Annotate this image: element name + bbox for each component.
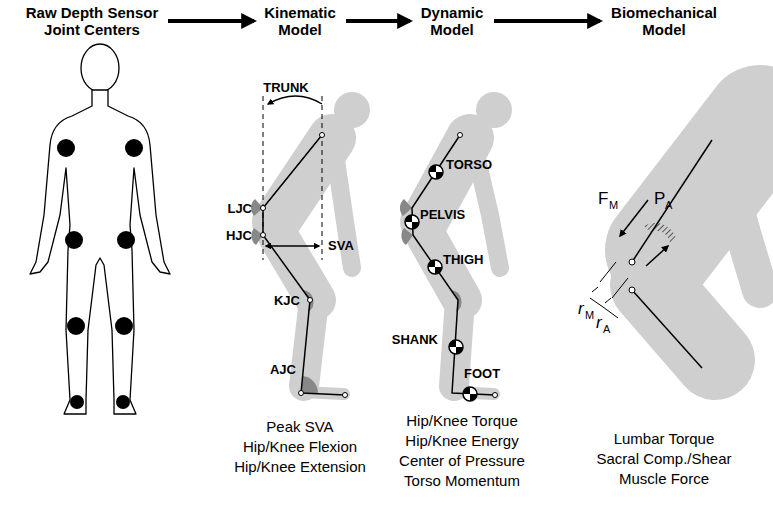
- silhouette: [424, 92, 512, 394]
- silhouette-torso: [276, 138, 332, 222]
- silhouette: [276, 92, 370, 394]
- segment-label: PELVIS: [420, 207, 465, 222]
- head-outline: [81, 44, 119, 92]
- joint-point: [458, 133, 463, 138]
- symbol-label: P: [654, 190, 665, 208]
- output-metric: Peak SVA: [266, 418, 333, 436]
- symbol-label: r: [578, 300, 584, 318]
- segment-label: SHANK: [392, 332, 438, 347]
- joint-point: [343, 393, 348, 398]
- joint-point: [493, 393, 498, 398]
- joint-point: [629, 287, 635, 293]
- sva-dimension: [266, 245, 319, 246]
- muscle-force-arrow: [620, 200, 648, 236]
- output-metric: Sacral Comp./Shear: [596, 450, 731, 468]
- body-outline-path: [30, 90, 170, 414]
- segment-line: [412, 135, 495, 395]
- dimension-tick: [605, 298, 611, 303]
- segment-label: TORSO: [446, 157, 492, 172]
- center-of-mass: [449, 340, 463, 354]
- joint-point: [629, 259, 635, 265]
- output-metric: Hip/Knee Torque: [406, 412, 517, 430]
- dynamic-stick: [400, 133, 498, 402]
- symbol-subscript: A: [603, 323, 610, 335]
- joint-label: AJC: [270, 362, 296, 377]
- dimension-tick: [592, 287, 598, 292]
- trunk-angle-arrow: [268, 96, 322, 104]
- output-metric: Muscle Force: [619, 470, 709, 488]
- joint-point: [320, 133, 325, 138]
- center-of-mass: [429, 165, 443, 179]
- angle-label: TRUNK: [263, 80, 309, 95]
- stage-heading: Raw Depth Sensor Joint Centers: [22, 4, 162, 38]
- joint-dot: [70, 395, 84, 409]
- pelvis-line: [632, 290, 702, 368]
- dimension-label: SVA: [328, 238, 354, 253]
- biomech-stick: [590, 140, 712, 368]
- joint-point: [261, 233, 266, 238]
- trunk-line: [632, 140, 712, 262]
- joint-dot: [125, 139, 143, 157]
- stage-heading: Dynamic Model: [416, 4, 488, 38]
- segment-line: [263, 135, 345, 395]
- flow-arrow: [346, 19, 410, 23]
- dimension-tick: [590, 298, 603, 307]
- silhouette-thigh: [650, 285, 715, 360]
- body-outline: [30, 44, 170, 414]
- symbol-label: F: [598, 190, 608, 208]
- joint-label: LJC: [227, 201, 252, 216]
- joint-angle: [400, 199, 412, 216]
- joint-dot: [65, 231, 83, 249]
- segment-label: THIGH: [443, 252, 483, 267]
- center-of-mass: [405, 215, 419, 229]
- center-of-mass: [428, 260, 442, 274]
- moment-arm-line: [612, 278, 628, 298]
- plumb-line: [322, 96, 323, 260]
- dimension-tick: [603, 307, 618, 318]
- joint-point: [308, 298, 313, 303]
- joint-angle: [401, 228, 413, 245]
- heading-text: Dynamic Model: [416, 4, 488, 38]
- joint-dot: [116, 395, 130, 409]
- joint-dot: [57, 139, 75, 157]
- silhouette-head: [334, 92, 370, 128]
- output-metric: Center of Pressure: [399, 452, 525, 470]
- symbol-subscript: M: [585, 309, 594, 321]
- heading-text: Kinematic Model: [260, 4, 340, 38]
- output-metric: Hip/Knee Energy: [405, 432, 518, 450]
- output-metric: Hip/Knee Flexion: [243, 438, 357, 456]
- symbol-subscript: M: [609, 199, 618, 211]
- moment-arm-line: [600, 262, 616, 282]
- joint-angle: [301, 376, 318, 393]
- joint-point: [299, 391, 304, 396]
- symbol-label: r: [596, 314, 602, 332]
- pressure-hatch: [644, 223, 676, 244]
- joint-label: KJC: [274, 293, 300, 308]
- center-of-mass: [463, 387, 477, 401]
- flow-arrow: [494, 19, 600, 23]
- joint-dot: [115, 317, 133, 335]
- joint-dot: [117, 231, 135, 249]
- flow-arrow: [168, 19, 254, 23]
- symbol-subscript: A: [665, 199, 672, 211]
- silhouette-head: [476, 92, 512, 128]
- heading-text: Biomechanical Model: [606, 4, 722, 38]
- segment-label: FOOT: [464, 366, 500, 381]
- pressure-arrow: [646, 246, 668, 266]
- output-metric: Torso Momentum: [404, 472, 520, 490]
- stage-heading: Kinematic Model: [260, 4, 340, 38]
- silhouette-arm: [720, 150, 760, 290]
- joint-dots: [57, 139, 143, 409]
- output-metric: Lumbar Torque: [614, 430, 715, 448]
- joint-point: [261, 206, 266, 211]
- stage-heading: Biomechanical Model: [606, 4, 722, 38]
- joint-label: HJC: [226, 228, 252, 243]
- joint-dot: [67, 317, 85, 335]
- silhouette: [650, 120, 760, 360]
- heading-text: Raw Depth Sensor Joint Centers: [22, 4, 162, 38]
- output-metric: Hip/Knee Extension: [234, 458, 366, 476]
